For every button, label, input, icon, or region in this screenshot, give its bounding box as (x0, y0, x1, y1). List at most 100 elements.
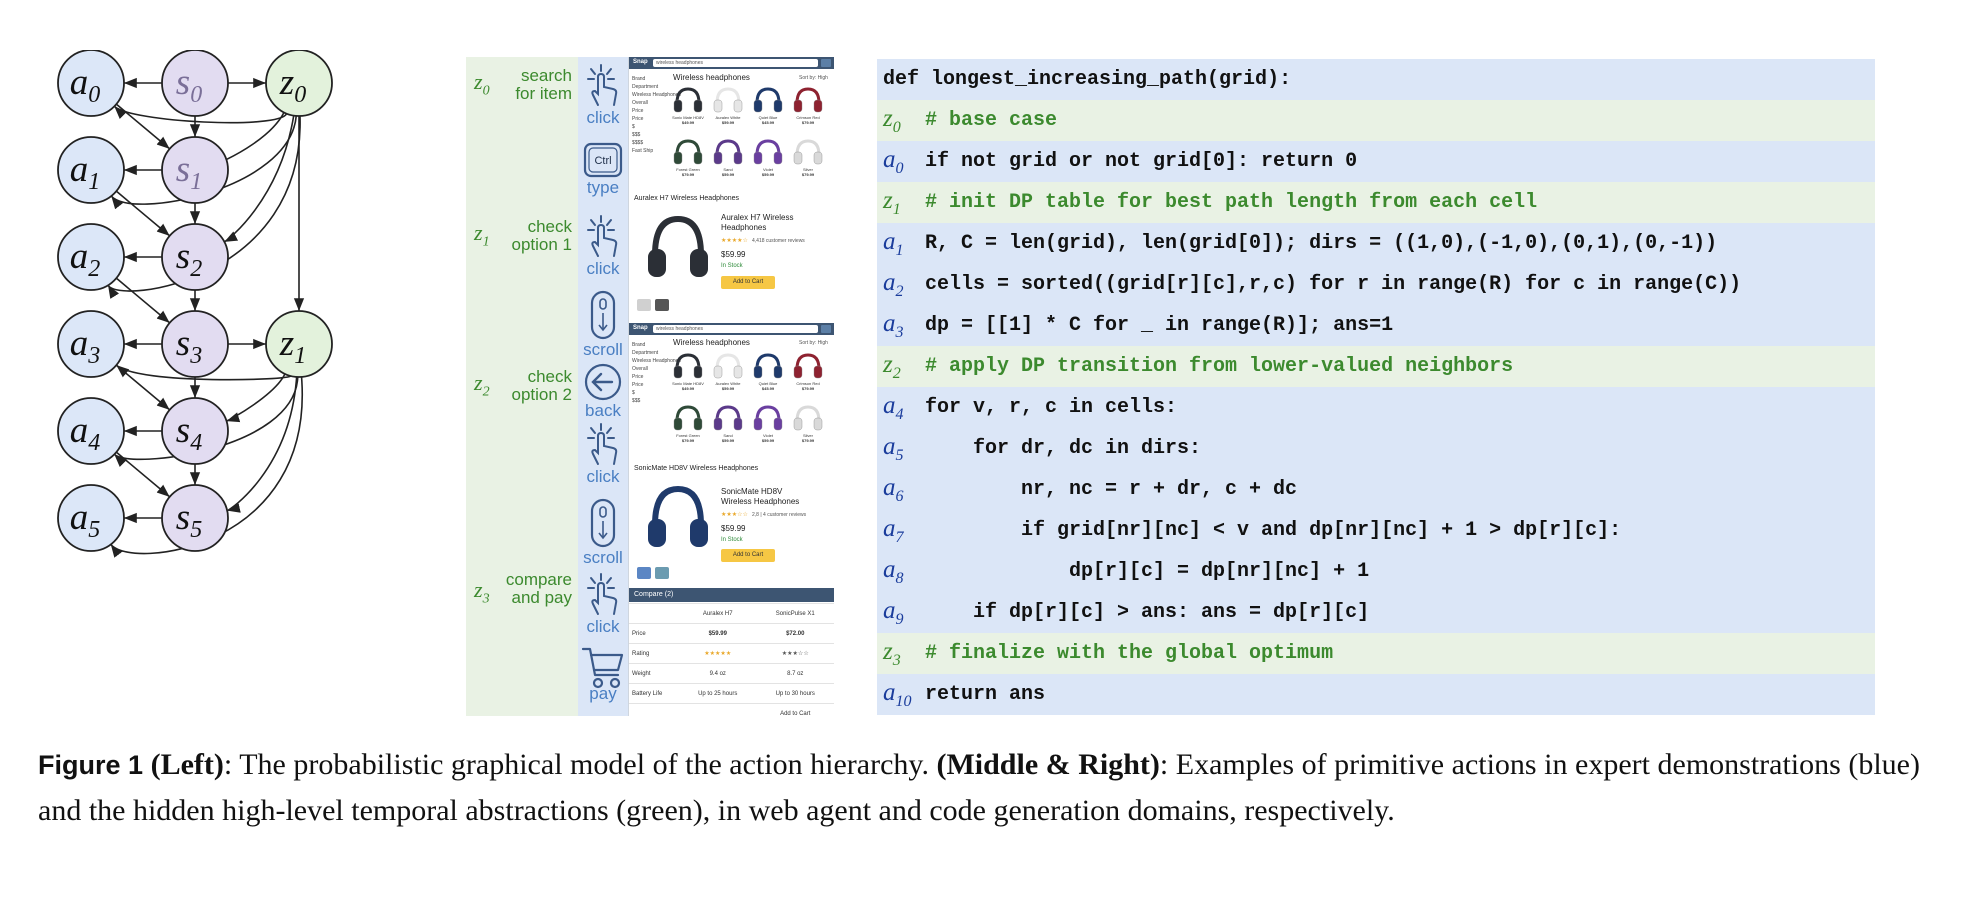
product-card[interactable]: Auralex White$59.99 (711, 351, 745, 391)
headphones-icon (673, 353, 703, 379)
graph-edges (107, 77, 305, 558)
headphones-icon (673, 139, 703, 165)
abstraction-column (466, 57, 578, 716)
node-label: s3 (176, 323, 202, 369)
action-click: click (578, 212, 628, 278)
node-label: a5 (70, 497, 101, 543)
edge-a1-s2 (115, 190, 171, 237)
action-label: scroll (583, 548, 623, 567)
product-card[interactable]: Violet$59.99 (751, 403, 785, 443)
add-to-cart-link[interactable]: Add to Cart (756, 703, 834, 716)
color-swatch[interactable] (637, 567, 651, 579)
shop-logo: Snap (633, 59, 648, 65)
row-symbol: a8 (883, 556, 904, 587)
node-label: s1 (176, 149, 202, 195)
step-symbol: z2 (474, 370, 490, 400)
graph-node-s5: s5 (161, 484, 229, 552)
color-swatch[interactable] (655, 299, 669, 311)
node-label: z1 (279, 323, 306, 369)
headphones-icon (793, 87, 823, 113)
search-input[interactable]: wireless headphones (653, 325, 818, 333)
product-card[interactable]: Quiet Blue$45.99 (751, 85, 785, 125)
product-card[interactable]: Quiet Blue$45.99 (751, 351, 785, 391)
graph-node-a0: a0 (57, 50, 125, 117)
product-card[interactable]: Silver$79.99 (791, 137, 825, 177)
code-line-row: a1 R, C = len(grid), len(grid[0]); dirs =… (877, 223, 1875, 264)
edge-z1-s5 (226, 376, 298, 513)
detail-header: SonicMate HD8V Wireless Headphones (634, 465, 759, 472)
graph-node-a2: a2 (57, 223, 125, 291)
node-label: s2 (176, 236, 202, 282)
graph-node-z0: z0 (265, 50, 333, 117)
add-to-cart-button[interactable]: Add to Cart (721, 276, 775, 289)
product-card[interactable]: Sand$59.99 (711, 137, 745, 177)
color-swatch[interactable] (637, 299, 651, 311)
node-circle (161, 136, 229, 204)
left-label: (Left) (150, 748, 224, 781)
product-card[interactable]: Forest Green$79.99 (671, 137, 705, 177)
step-symbol: z0 (474, 69, 490, 99)
code-text: R, C = len(grid), len(grid[0]); dirs = (… (925, 232, 1718, 255)
add-to-cart-button[interactable]: Add to Cart (721, 549, 775, 562)
product-card[interactable]: Auralex White$59.99 (711, 85, 745, 125)
product-card[interactable]: Crimson Red$79.99 (791, 85, 825, 125)
product-caption: Sonic Mate HD8V$49.99 (672, 381, 704, 391)
search-input[interactable]: wireless headphones (653, 59, 818, 67)
headphones-icon (753, 87, 783, 113)
product-card[interactable]: Violet$59.99 (751, 137, 785, 177)
product-card[interactable]: Sonic Mate HD8V$49.99 (671, 85, 705, 125)
row-symbol: a9 (883, 597, 904, 628)
product-price: $59.99 (721, 250, 746, 259)
product-card[interactable]: Silver$79.99 (791, 403, 825, 443)
action-label: type (586, 178, 620, 197)
edge-z0-s2 (223, 115, 295, 243)
back-arrow-icon (584, 363, 622, 401)
code-text: def longest_increasing_path(grid): (883, 68, 1292, 91)
left-text: : The probabilistic graphical model of t… (223, 748, 937, 781)
product-caption: Crimson Red$79.99 (796, 381, 820, 391)
row-symbol: a10 (883, 679, 912, 710)
middle-text: : Examples of primitive actions in exper… (38, 748, 1920, 827)
row-symbol: a1 (883, 228, 904, 259)
grid-title: Wireless headphones (673, 338, 750, 347)
graph-node-a5: a5 (57, 484, 125, 552)
abstraction-row: z0# base case (877, 100, 1875, 141)
product-caption: Quiet Blue$45.99 (758, 381, 778, 391)
node-label: s4 (176, 410, 202, 456)
product-caption: Auralex White$59.99 (715, 115, 741, 125)
figure-label: Figure 1 (38, 750, 144, 780)
row-symbol: a4 (883, 392, 904, 423)
color-swatch[interactable] (655, 567, 669, 579)
action-label: click (586, 467, 620, 486)
headphones-icon (753, 139, 783, 165)
search-button[interactable] (821, 59, 831, 67)
graph-node-s3: s3 (161, 310, 229, 378)
product-card[interactable]: Crimson Red$79.99 (791, 351, 825, 391)
node-label: s0 (176, 62, 202, 108)
code-text: dp[r][c] = dp[nr][nc] + 1 (925, 560, 1370, 583)
search-button[interactable] (821, 325, 831, 333)
node-label: s5 (176, 497, 202, 543)
table-row: Add to Cart (629, 703, 834, 716)
pointer-click-icon (587, 423, 618, 465)
node-label: a0 (70, 62, 101, 108)
action-label: click (586, 617, 620, 636)
headphones-icon (753, 353, 783, 379)
product-caption: Crimson Red$79.99 (796, 115, 820, 125)
review-count: 2,8 | 4 customer reviews (752, 512, 807, 518)
shop-header: Snap wireless headphones (629, 323, 834, 335)
headphone-image (643, 209, 713, 289)
product-card[interactable]: Forest Green$79.99 (671, 403, 705, 443)
product-card[interactable]: Sand$59.99 (711, 403, 745, 443)
detail-header: Auralex H7 Wireless Headphones (634, 195, 740, 202)
headphones-icon (793, 405, 823, 431)
node-circle (161, 310, 229, 378)
product-card[interactable]: Sonic Mate HD8V$49.99 (671, 351, 705, 391)
product-caption: Silver$79.99 (801, 167, 815, 177)
